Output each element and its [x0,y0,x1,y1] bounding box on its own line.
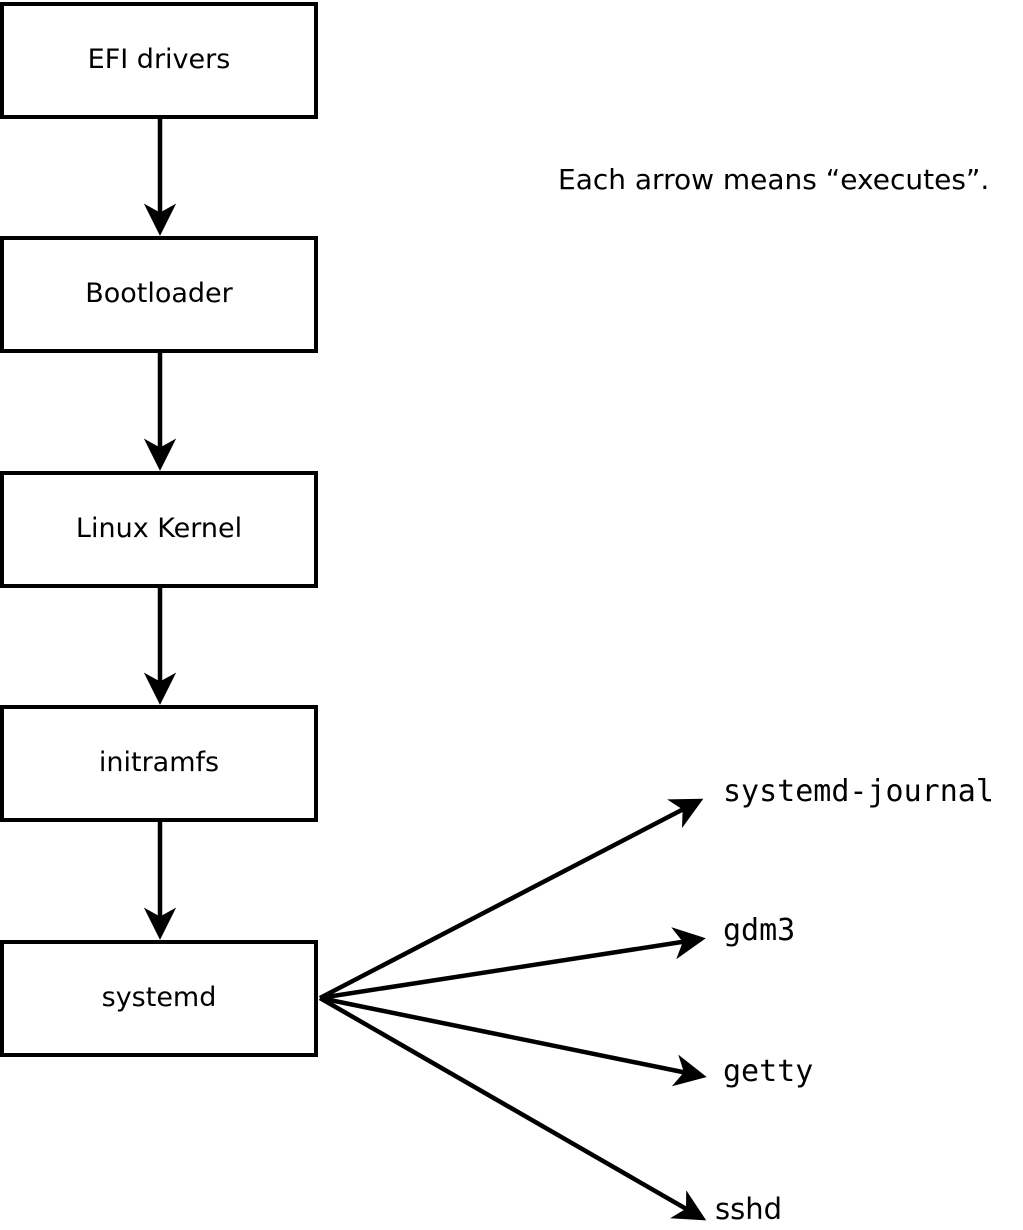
box-bootloader-label: Bootloader [85,278,233,310]
arrow-systemd-to-getty [319,995,707,1087]
process-label-systemd-journal: systemd-journal [723,774,994,809]
box-systemd-label: systemd [101,982,217,1014]
box-efi-drivers-label: EFI drivers [87,44,231,76]
arrow-systemd-to-journal [318,798,704,1000]
box-linux-kernel: Linux Kernel [0,471,318,588]
arrow-systemd-to-sshd [318,996,707,1221]
process-label-sshd: sshd [715,1192,783,1226]
box-efi-drivers: EFI drivers [0,2,318,119]
box-initramfs-label: initramfs [98,747,220,779]
box-systemd: systemd [0,940,318,1057]
process-label-getty: getty [723,1054,814,1089]
note-arrow-meaning: Each arrow means “executes”. [558,163,990,196]
box-initramfs: initramfs [0,705,318,822]
process-label-gdm3: gdm3 [723,913,796,948]
arrow-systemd-to-gdm3 [319,927,706,1001]
box-linux-kernel-label: Linux Kernel [75,513,243,545]
box-bootloader: Bootloader [0,236,318,353]
